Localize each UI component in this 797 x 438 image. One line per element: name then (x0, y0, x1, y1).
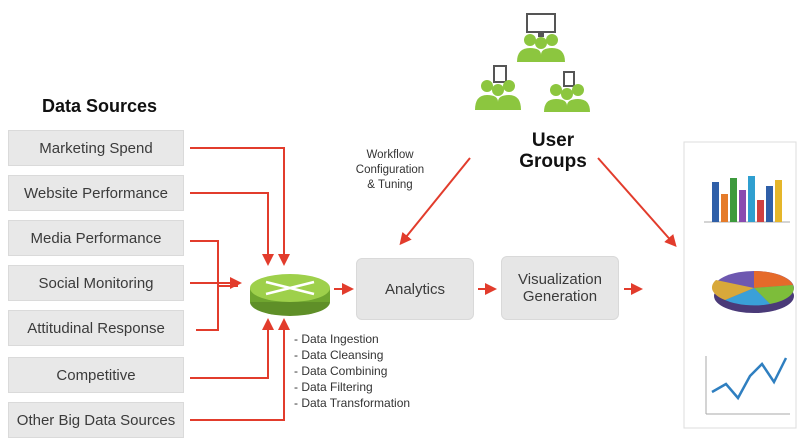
bar-chart-icon (704, 176, 790, 223)
connector-other (190, 318, 290, 421)
connector-competitive (190, 318, 274, 379)
source-connectors (190, 147, 677, 421)
source-marketing-spend: Marketing Spend (8, 130, 184, 166)
router-hub-icon (250, 274, 330, 316)
step-item: - Data Filtering (294, 380, 373, 394)
visualization-generation-box: Visualization Generation (501, 256, 619, 320)
connector-users-charts (597, 157, 677, 247)
step-item: - Data Combining (294, 364, 388, 378)
data-sources-heading: Data Sources (42, 96, 158, 116)
workflow-configuration-label: Workflow Configuration & Tuning (355, 149, 425, 191)
processing-steps-list: - Data Ingestion - Data Cleansing - Data… (294, 331, 410, 411)
pie-chart-icon (711, 271, 794, 313)
connector-media-bracket (190, 240, 219, 331)
step-item: - Data Ingestion (294, 332, 379, 346)
line-chart-icon (705, 356, 790, 415)
report-charts (683, 141, 797, 429)
source-competitive: Competitive (8, 357, 184, 393)
source-website-performance: Website Performance (8, 175, 184, 211)
source-social-monitoring: Social Monitoring (8, 265, 184, 301)
step-item: - Data Cleansing (294, 348, 384, 362)
connector-users-analytics (399, 157, 471, 246)
connector-marketing (190, 147, 290, 266)
analytics-box: Analytics (356, 258, 474, 320)
source-media-performance: Media Performance (8, 220, 184, 256)
step-item: - Data Transformation (294, 396, 411, 410)
user-groups-label: User Groups (519, 130, 587, 172)
source-attitudinal-response: Attitudinal Response (8, 310, 184, 346)
user-groups-icon (475, 13, 590, 112)
connector-website (190, 192, 274, 266)
